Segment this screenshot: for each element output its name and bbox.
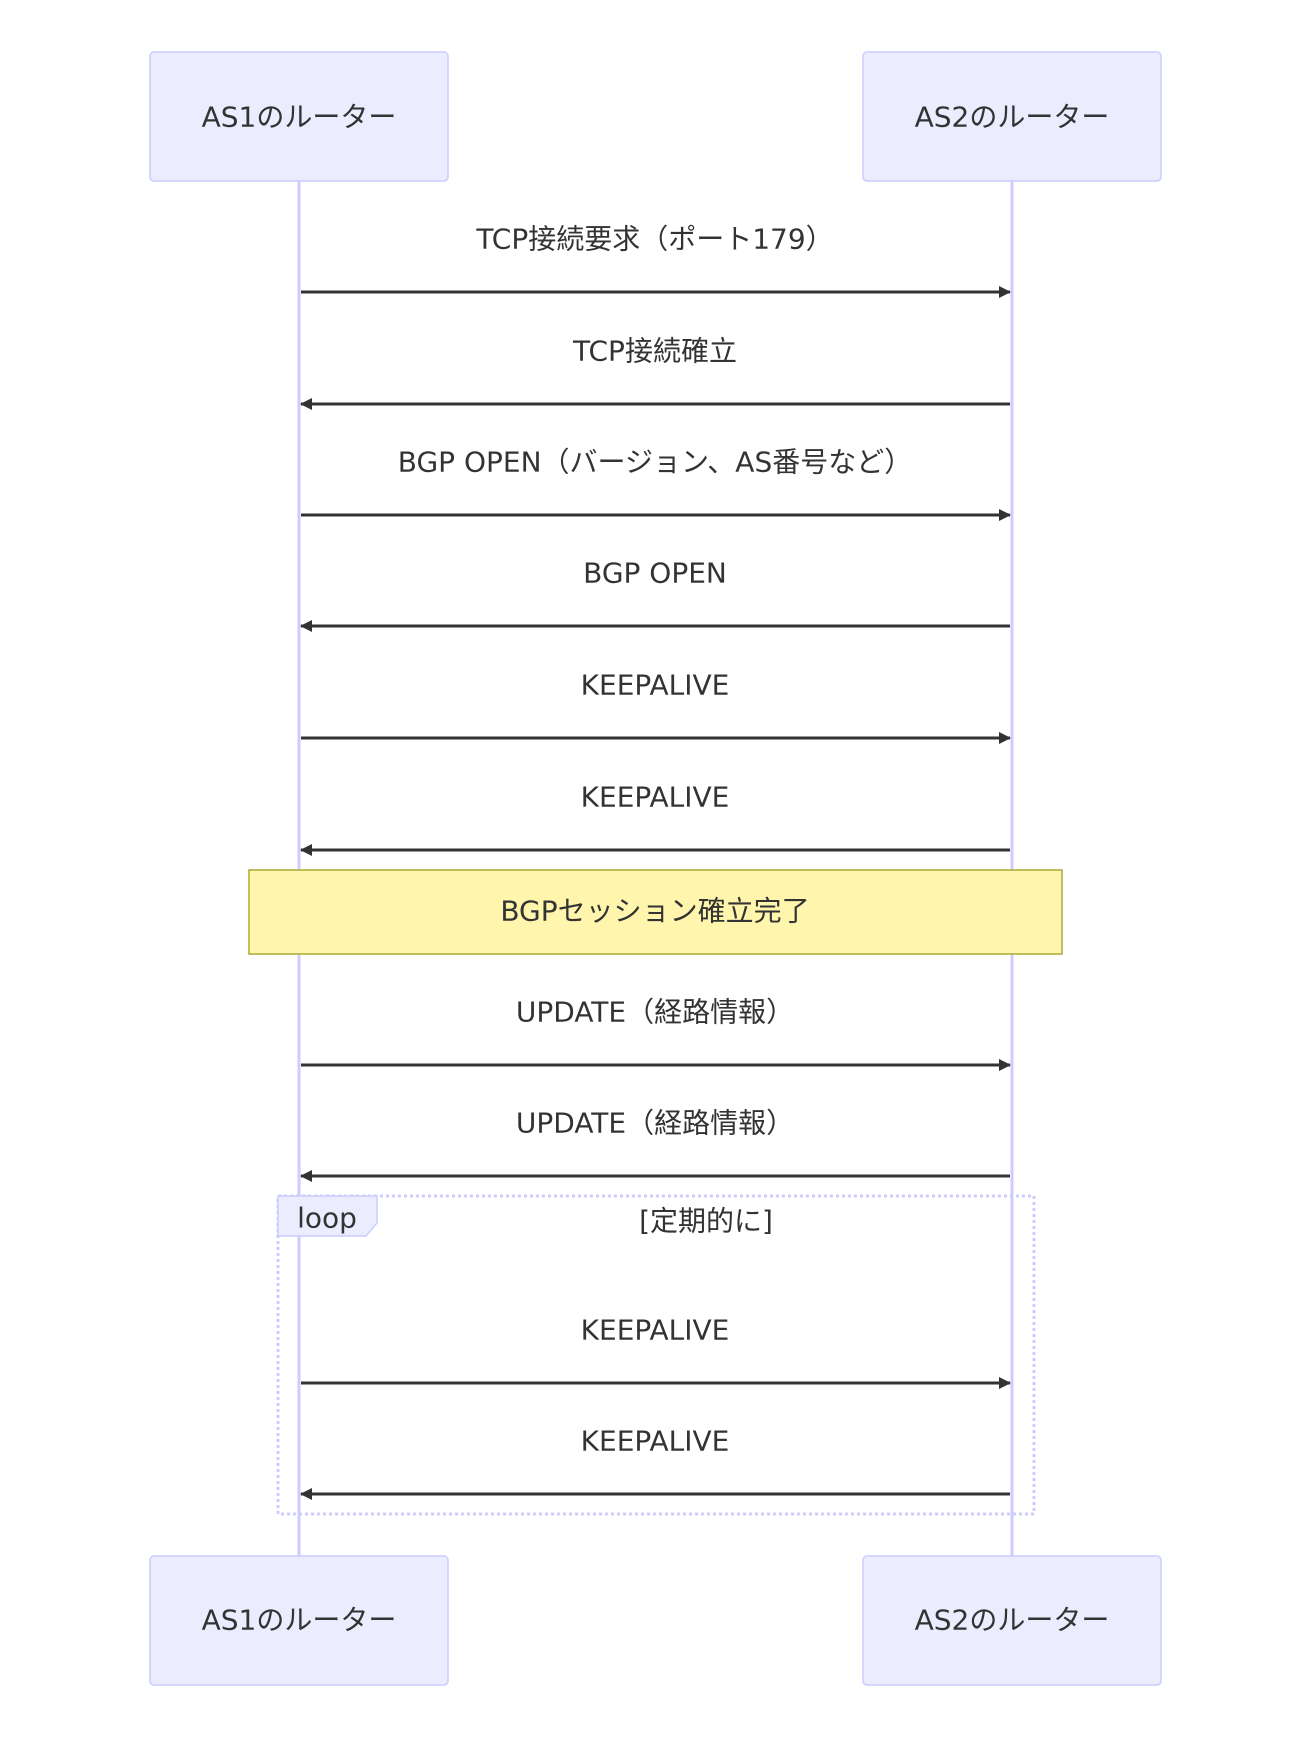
actor-top-as1: AS1のルーター	[149, 51, 449, 182]
message-3: BGP OPEN（バージョン、AS番号など）	[301, 446, 1011, 521]
actor-top-as2-label: AS2のルーター	[915, 101, 1110, 134]
actor-bottom-as2: AS2のルーター	[862, 1555, 1162, 1686]
loop-block: loop [定期的に]	[276, 1194, 1036, 1516]
message-4: BGP OPEN	[300, 557, 1010, 632]
actor-bottom-as1-label: AS1のルーター	[202, 1604, 397, 1637]
message-3-label: BGP OPEN（バージョン、AS番号など）	[398, 446, 912, 479]
actor-top-as1-label: AS1のルーター	[202, 101, 397, 134]
message-6-label: KEEPALIVE	[581, 781, 730, 814]
message-6: KEEPALIVE	[300, 781, 1010, 856]
message-5: KEEPALIVE	[301, 669, 1011, 744]
message-5-label: KEEPALIVE	[581, 669, 730, 702]
message-7-label: UPDATE（経路情報）	[516, 996, 794, 1029]
actor-top-as2: AS2のルーター	[862, 51, 1162, 182]
message-8: UPDATE（経路情報）	[300, 1107, 1010, 1182]
actor-bottom-as2-label: AS2のルーター	[915, 1604, 1110, 1637]
message-8-label: UPDATE（経路情報）	[516, 1107, 794, 1140]
message-9: KEEPALIVE	[301, 1314, 1011, 1389]
loop-frame	[276, 1194, 1036, 1516]
message-10: KEEPALIVE	[300, 1425, 1010, 1500]
note: BGPセッション確立完了	[248, 869, 1063, 955]
message-1-label: TCP接続要求（ポート179）	[475, 223, 833, 256]
message-7: UPDATE（経路情報）	[301, 996, 1011, 1071]
message-10-label: KEEPALIVE	[581, 1425, 730, 1458]
actor-bottom-as1: AS1のルーター	[149, 1555, 449, 1686]
loop-condition: [定期的に]	[639, 1205, 773, 1238]
message-2-label: TCP接続確立	[572, 335, 737, 368]
message-2: TCP接続確立	[300, 335, 1010, 410]
message-4-label: BGP OPEN	[583, 557, 727, 590]
loop-label: loop	[297, 1202, 357, 1235]
message-1: TCP接続要求（ポート179）	[301, 223, 1011, 298]
loop-tab	[277, 1195, 378, 1237]
note-text: BGPセッション確立完了	[500, 895, 809, 928]
message-9-label: KEEPALIVE	[581, 1314, 730, 1347]
